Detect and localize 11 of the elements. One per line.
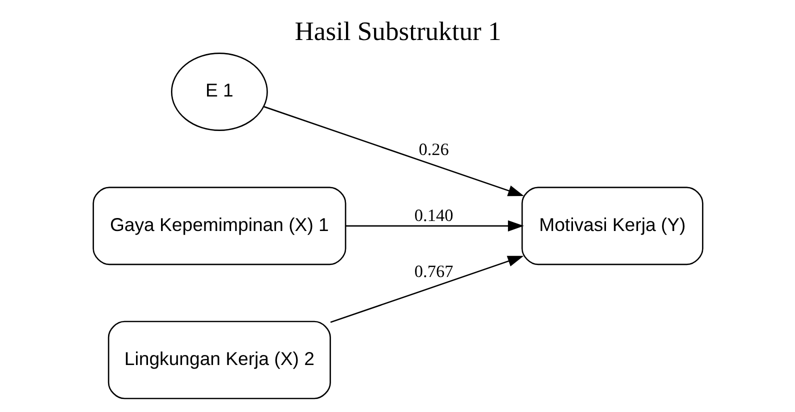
arrow <box>262 106 524 196</box>
diagram-title: Hasil Substruktur 1 <box>294 16 501 46</box>
node-box: Motivasi Kerja (Y) <box>520 186 703 266</box>
arrow <box>330 256 524 323</box>
edge-label: 0.767 <box>414 262 453 281</box>
edge-label: 0.140 <box>414 206 453 226</box>
arrow <box>345 220 524 232</box>
edge-label: 0.26 <box>418 140 448 159</box>
node-box: Gaya Kepemimpinan (X) 1 <box>92 186 346 266</box>
node-ellipse: E 1 <box>170 52 268 131</box>
node-box: Lingkungan Kerja (X) 2 <box>107 320 330 400</box>
